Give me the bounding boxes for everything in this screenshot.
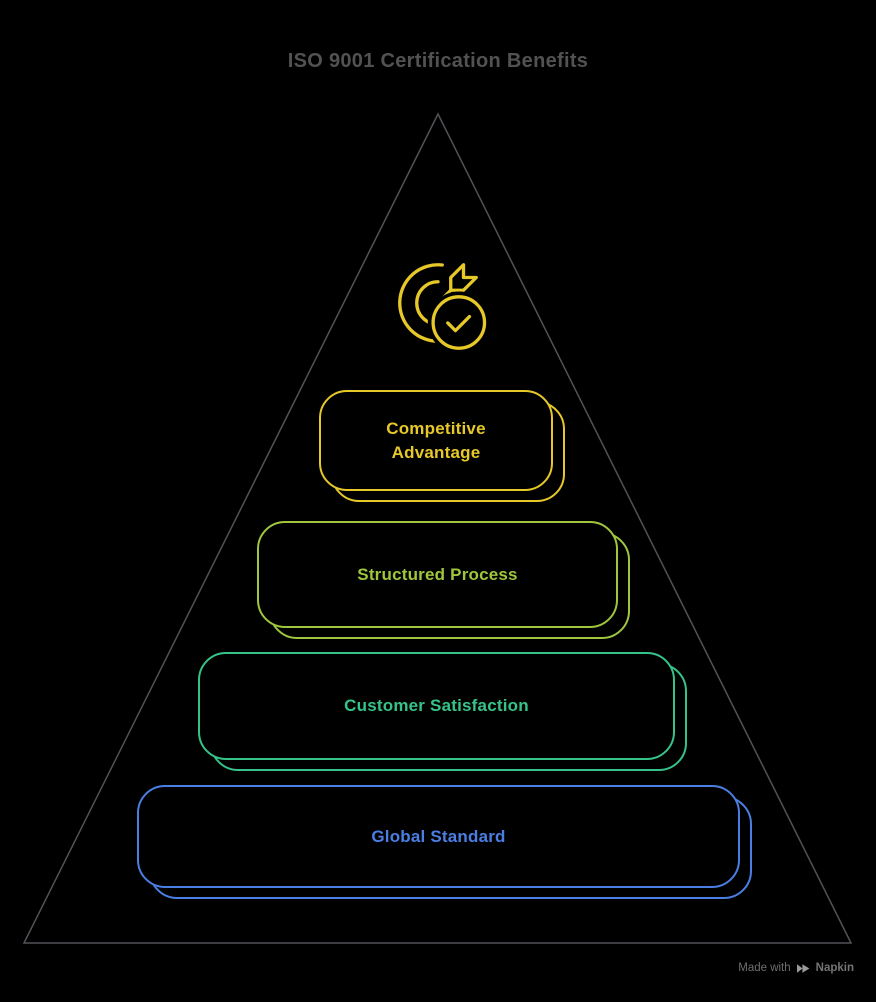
pyramid-level-structured-process: Structured Process bbox=[257, 521, 630, 639]
pyramid-triangle-shape bbox=[22, 112, 853, 944]
level-card: Structured Process bbox=[257, 521, 618, 628]
check-circle-mask bbox=[427, 291, 490, 354]
pyramid-level-competitive-advantage: Competitive Advantage bbox=[319, 390, 565, 502]
level-label: Customer Satisfaction bbox=[344, 696, 529, 715]
check-mark bbox=[446, 314, 472, 333]
level-card: Customer Satisfaction bbox=[198, 652, 675, 760]
page-title: ISO 9001 Certification Benefits bbox=[287, 50, 589, 72]
napkin-logo-icon bbox=[796, 963, 810, 973]
pyramid-level-global-standard: Global Standard bbox=[137, 785, 752, 899]
level-card: Global Standard bbox=[137, 785, 740, 888]
level-label: Structured Process bbox=[357, 564, 518, 584]
level-label: Global Standard bbox=[371, 826, 506, 846]
arrow-fletching bbox=[449, 263, 478, 292]
target-arrow-check-icon bbox=[387, 252, 490, 354]
level-label: Competitive Advantage bbox=[386, 418, 486, 462]
level-card: Competitive Advantage bbox=[319, 390, 553, 491]
made-with-napkin-watermark: Made with Napkin bbox=[738, 962, 854, 974]
napkin-brand-text: Napkin bbox=[815, 962, 854, 974]
check-circle bbox=[431, 295, 487, 350]
made-with-text: Made with bbox=[738, 962, 791, 974]
pyramid-level-customer-satisfaction: Customer Satisfaction bbox=[198, 652, 687, 771]
